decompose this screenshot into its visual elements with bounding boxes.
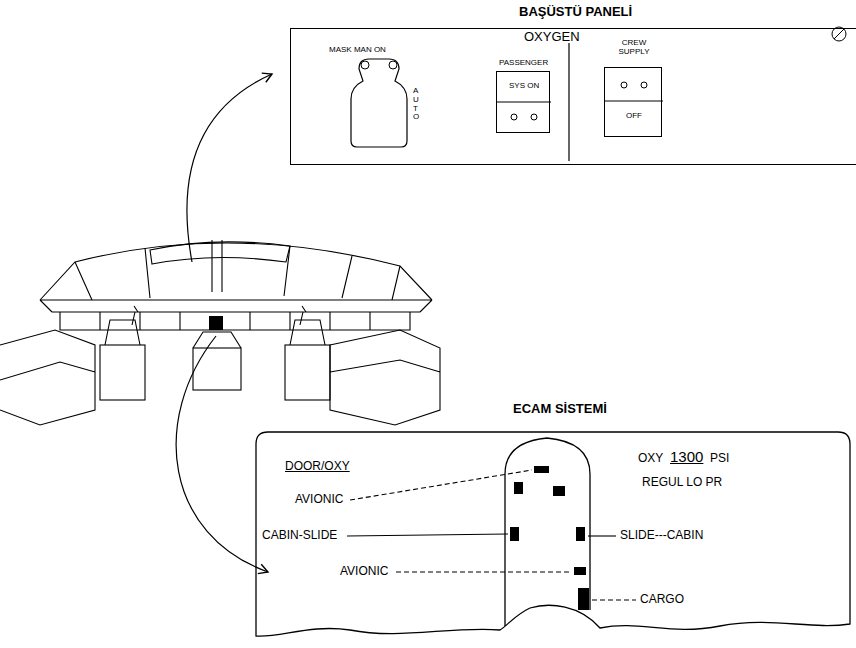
crew-supply-pushbutton: CREW SUPPLYOFF [604,67,662,137]
button-divider [605,101,663,102]
button-light [621,82,627,88]
button-divider [497,102,551,103]
panel-heading: BAŞÜSTÜ PANELİ [519,5,632,20]
left-seat-back [105,320,140,345]
overhead-panel [150,242,290,264]
line-art [534,466,549,473]
panel-title: OXYGEN [524,30,580,45]
line-art [350,470,532,500]
door-indicators [510,466,589,610]
overhead-panel: BAŞÜSTÜ PANELİOXYGENMASK MAN ONAUTOPASSE… [290,28,856,165]
line-art [514,482,523,494]
button-label: PASSENGER [499,58,548,67]
door-label: AVIONIC [295,493,343,507]
display-heading: ECAM SİSTEMİ [513,402,607,417]
left-seat [100,345,145,400]
oxygen-mask-selector [351,59,407,147]
mask-indicator [361,61,369,69]
glareshield [40,300,432,312]
pedestal [193,348,241,390]
shape-art [605,68,663,138]
pointer-arrow [176,336,268,572]
mask-indicator [389,61,397,69]
line-art [574,567,586,575]
status-message: REGUL LO PR [642,476,722,490]
door-label: CABIN-SLIDE [262,529,337,543]
ecam-screen-mark [209,316,223,330]
button-light [641,82,647,88]
screw-slot [834,29,844,39]
separator-line [568,43,569,161]
button-label: CREW SUPPLY [609,38,659,56]
window-frame [75,240,400,300]
pressure-value: 1300 [670,448,703,465]
door-label: AVIONIC [340,565,388,579]
passenger-pushbutton: PASSENGERSYS ON [496,71,550,133]
ecam-display: ECAM SİSTEMİDOOR/OXYOXY1300PSIREGUL LO P… [250,430,856,642]
line-art [553,486,565,496]
line-art [347,534,508,536]
pedestal-top [193,332,241,348]
button-light [511,114,517,120]
pointer-arrow [187,74,272,262]
button-legend: SYS ON [509,81,539,90]
line-art [592,599,636,600]
line-art [576,527,585,541]
line-art [510,527,519,541]
screw [832,27,846,41]
selector-label: AUTO [413,87,421,122]
cockpit-lines [0,240,440,425]
pressure-unit: PSI [710,452,729,466]
right-seat-back [290,320,325,345]
door-label: SLIDE---CABIN [620,529,703,543]
screen-outline [256,432,850,636]
button-light [531,114,537,120]
door-label: CARGO [640,593,684,607]
line-art [578,588,589,610]
fuselage [505,438,590,626]
selector-label: MASK MAN ON [329,45,386,54]
windshield [40,243,432,300]
line-art [396,571,572,572]
leader-lines [347,470,636,600]
right-console [330,330,440,425]
line-art [588,535,616,536]
left-console [0,330,95,425]
page-name: DOOR/OXY [285,460,350,474]
instrument-panel [60,312,410,330]
oxygen-label: OXY [638,452,663,466]
right-seat [285,345,330,400]
button-legend: OFF [626,111,642,120]
